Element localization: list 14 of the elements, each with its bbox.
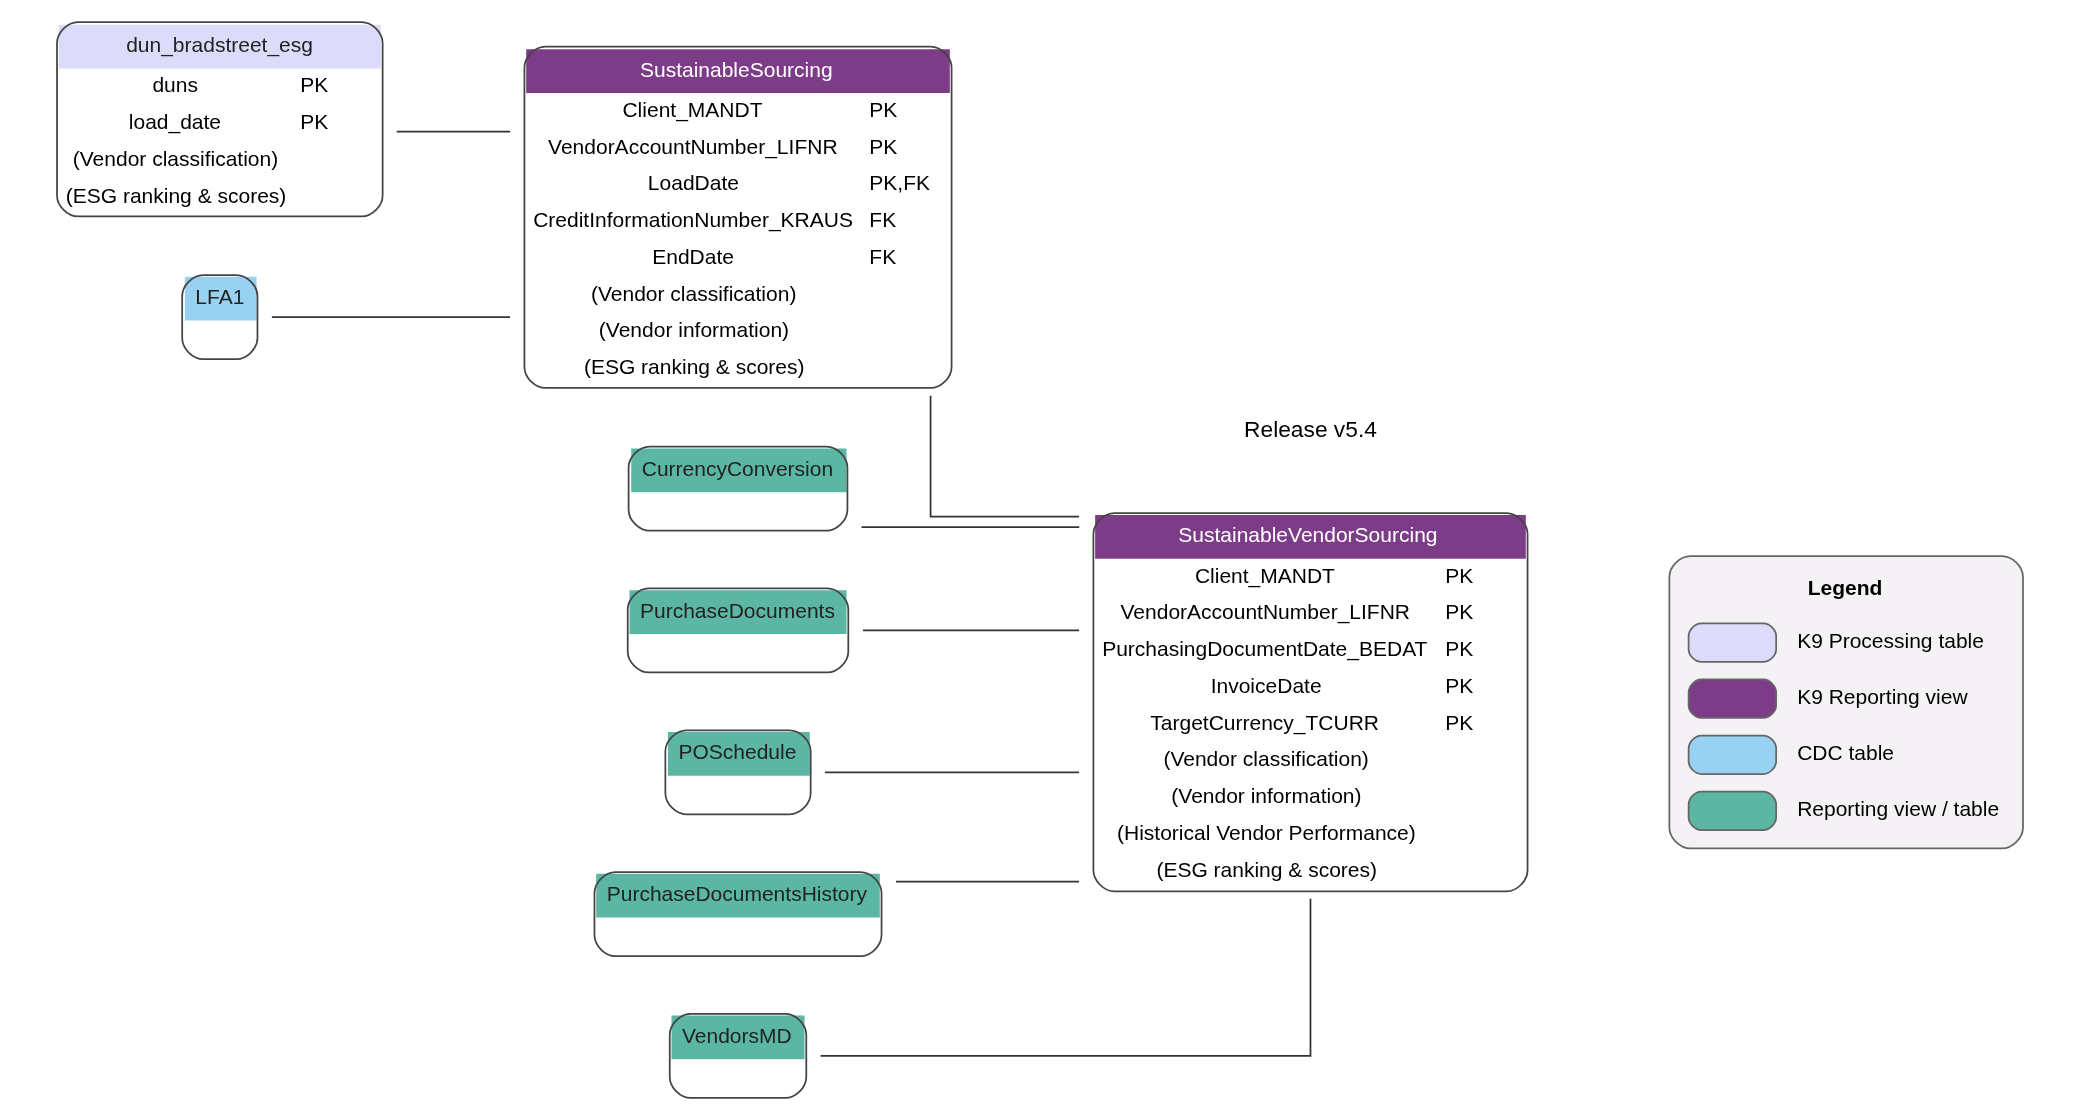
label: Release v5.4 (1244, 415, 1377, 442)
legend-label: Reporting view / table (1797, 797, 2000, 821)
label: Legend (1807, 575, 1883, 599)
connector (819, 897, 1312, 1057)
connector (860, 526, 1081, 529)
connector (929, 394, 1080, 518)
connector (395, 130, 512, 133)
legend-label: K9 Processing table (1797, 629, 1984, 653)
legend-label: K9 Reporting view (1797, 685, 1968, 709)
legend-label: CDC table (1797, 741, 1895, 765)
connector (824, 771, 1080, 774)
connector (895, 880, 1080, 883)
connector (862, 629, 1080, 632)
connector (271, 316, 511, 318)
